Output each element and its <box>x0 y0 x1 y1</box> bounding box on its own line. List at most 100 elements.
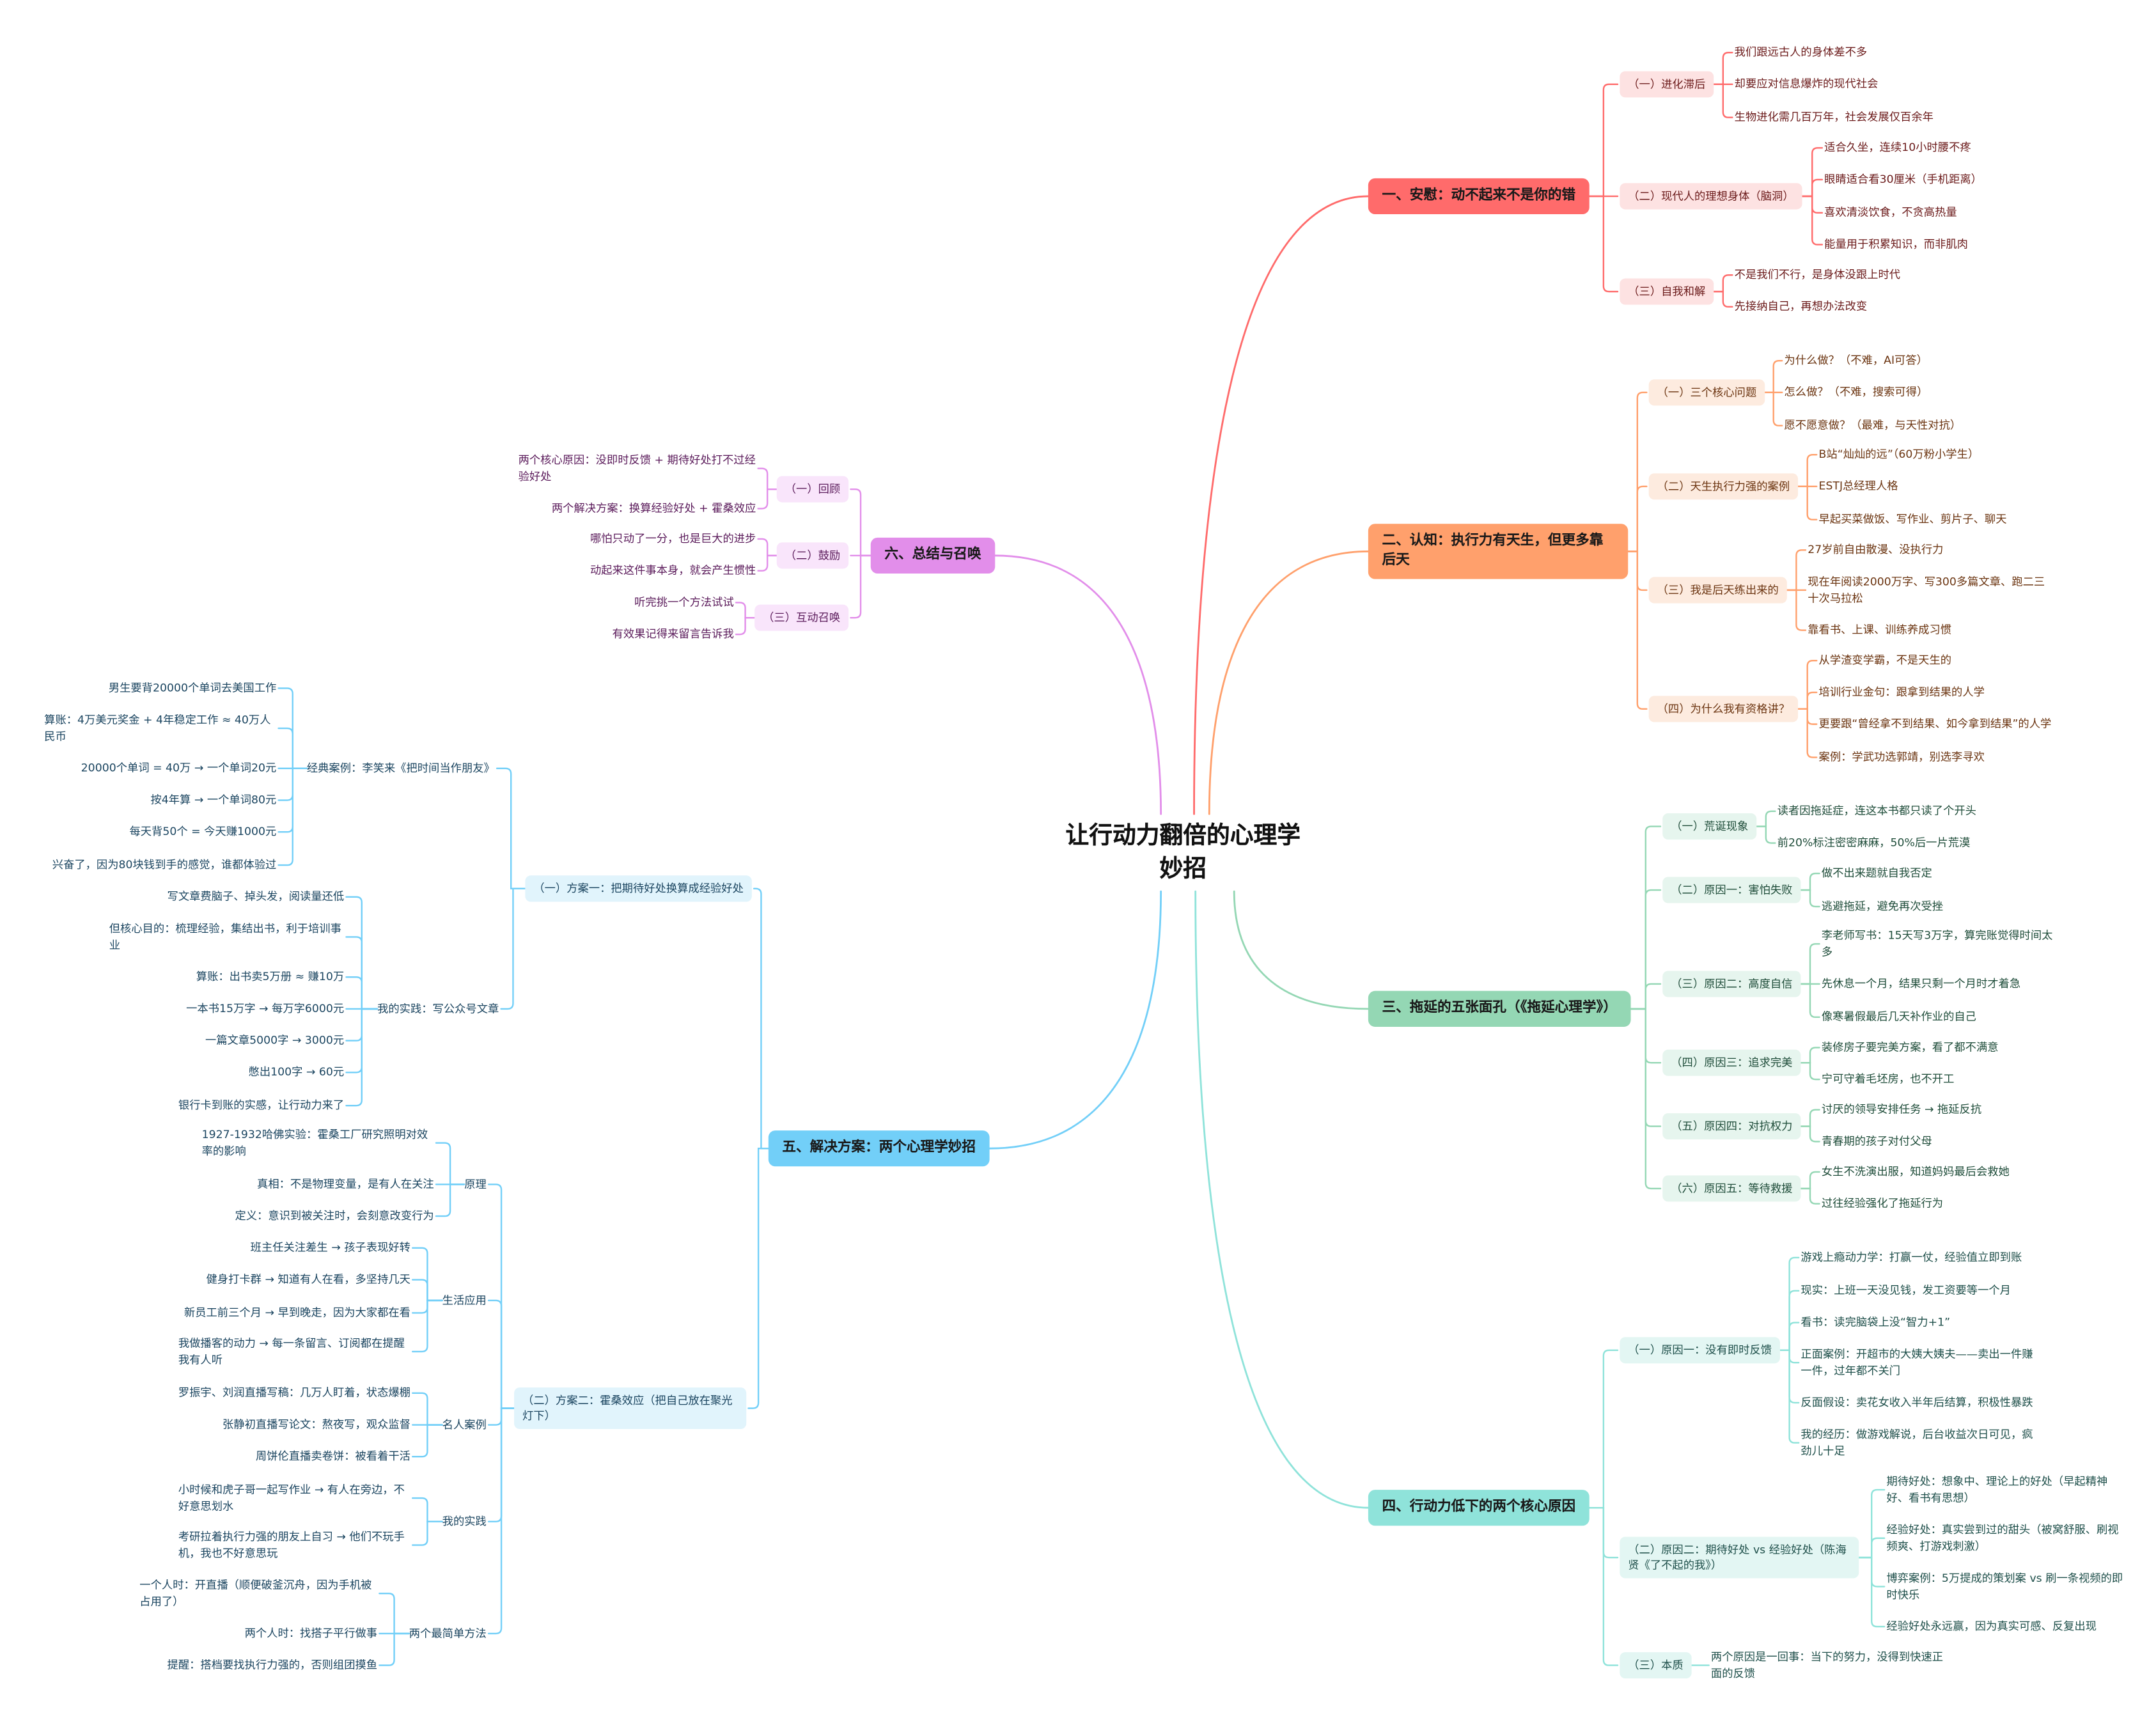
leaf-topic[interactable]: 两个解决方案：换算经验好处 + 霍桑效应 <box>551 502 756 515</box>
subtopic[interactable]: （一）荒诞现象 <box>1662 813 1757 840</box>
leaf-topic[interactable]: 宁可守着毛坯房，也不开工 <box>1821 1072 1955 1086</box>
leaf-topic[interactable]: 培训行业金句：跟拿到结果的人学 <box>1818 685 1985 699</box>
subtopic[interactable]: （二）现代人的理想身体（脑洞） <box>1620 183 1802 210</box>
leaf-topic[interactable]: 青春期的孩子对付父母 <box>1821 1135 1932 1148</box>
leaf-topic[interactable]: 先休息一个月，结果只剩一个月时才着急 <box>1821 977 2021 990</box>
leaf-topic[interactable]: 兴奋了，因为80块钱到手的感觉，谁都体验过 <box>52 858 277 871</box>
leaf-topic[interactable]: 健身打卡群 → 知道有人在看，多坚持几天 <box>206 1273 410 1286</box>
subtopic[interactable]: （三）本质 <box>1620 1652 1692 1679</box>
leaf-topic[interactable]: 能量用于积累知识，而非肌肉 <box>1824 238 1968 251</box>
leaf-topic[interactable]: 现在年阅读2000万字、写300多篇文章、跑二三十次马拉松 <box>1808 575 2045 604</box>
leaf-topic[interactable]: 我的经历：做游戏解说，后台收益次日可见，疯劲儿十足 <box>1801 1428 2033 1457</box>
leaf-topic[interactable]: 做不出来题就自我否定 <box>1821 866 1932 880</box>
leaf-topic[interactable]: 期待好处：想象中、理论上的好处（早起精神好、看书有思想） <box>1886 1475 2108 1504</box>
subtopic[interactable]: （三）原因二：高度自信 <box>1662 971 1801 997</box>
leaf-topic[interactable]: 小时候和虎子哥一起写作业 → 有人在旁边，不好意思划水 <box>178 1483 405 1512</box>
leaf-topic[interactable]: 现实：上班一天没见钱，发工资要等一个月 <box>1801 1284 2011 1297</box>
leaf-topic[interactable]: B站“灿灿的远”（60万粉小学生） <box>1818 448 1980 461</box>
leaf-topic[interactable]: 算账：4万美元奖金 + 4年稳定工作 ≈ 40万人民币 <box>44 714 271 742</box>
leaf-topic[interactable]: 正面案例：开超市的大姨大姨夫——卖出一件赚一件，过年都不关门 <box>1801 1348 2033 1377</box>
main-topic-summary[interactable]: 六、总结与召唤 <box>870 537 996 574</box>
leaf-topic[interactable]: 女生不洗演出服，知道妈妈最后会救她 <box>1821 1165 2010 1178</box>
topic-group[interactable]: 生活应用 <box>442 1294 487 1307</box>
leaf-topic[interactable]: 早起买菜做饭、写作业、剪片子、聊天 <box>1818 513 2007 526</box>
leaf-topic[interactable]: 1927-1932哈佛实验：霍桑工厂研究照明对效率的影响 <box>201 1128 428 1157</box>
leaf-topic[interactable]: 博弈案例：5万提成的策划案 vs 刷一条视频的即时快乐 <box>1886 1572 2123 1601</box>
leaf-topic[interactable]: 但核心目的：梳理经验，集结出书，利于培训事业 <box>109 922 341 951</box>
main-topic-solutions[interactable]: 五、解决方案：两个心理学妙招 <box>768 1130 990 1167</box>
leaf-topic[interactable]: ESTJ总经理人格 <box>1818 480 1898 493</box>
leaf-topic[interactable]: 经验好处：真实尝到过的甜头（被窝舒服、刷视频爽、打游戏刺激） <box>1886 1524 2119 1552</box>
leaf-topic[interactable]: 真相：不是物理变量，是有人在关注 <box>257 1178 434 1191</box>
leaf-topic[interactable]: 两个原因是一回事：当下的努力，没得到快速正面的反馈 <box>1710 1650 1944 1680</box>
subtopic[interactable]: （一）方案一：把期待好处换算成经验好处 <box>525 875 752 902</box>
leaf-topic[interactable]: 从学渣变学霸，不是天生的 <box>1818 653 1952 667</box>
leaf-topic[interactable]: 银行卡到账的实感，让行动力来了 <box>178 1098 345 1112</box>
main-topic-cognition[interactable]: 二、认知：执行力有天生，但更多靠后天 <box>1368 524 1629 579</box>
leaf-topic[interactable]: 动起来这件事本身，就会产生惯性 <box>590 564 756 577</box>
leaf-topic[interactable]: 经验好处永远赢，因为真实可感、反复出现 <box>1886 1620 2097 1633</box>
leaf-topic[interactable]: 新员工前三个月 → 早到晚走，因为大家都在看 <box>184 1306 410 1319</box>
leaf-topic[interactable]: 生物进化需几百万年，社会发展仅百余年 <box>1734 111 1933 123</box>
leaf-topic[interactable]: 写文章费脑子、掉头发，阅读量还低 <box>167 890 345 903</box>
leaf-topic[interactable]: 两个人时：找搭子平行做事 <box>244 1627 378 1640</box>
leaf-topic[interactable]: 喜欢清淡饮食，不贪高热量 <box>1824 206 1957 219</box>
subtopic[interactable]: （三）互动召唤 <box>754 604 849 631</box>
subtopic[interactable]: （三）我是后天练出来的 <box>1648 577 1787 604</box>
leaf-topic[interactable]: 男生要背20000个单词去美国工作 <box>108 682 277 694</box>
leaf-topic[interactable]: 像寒暑假最后几天补作业的自己 <box>1821 1010 1976 1024</box>
leaf-topic[interactable]: 20000个单词 = 40万 → 一个单词20元 <box>81 761 277 774</box>
leaf-topic[interactable]: 周饼伦直播卖卷饼：被看着干活 <box>255 1449 410 1463</box>
leaf-topic[interactable]: 李老师写书：15天写3万字，算完账觉得时间太多 <box>1821 929 2053 958</box>
leaf-topic[interactable]: 读者因拖延症，连这本书都只读了个开头 <box>1777 804 1976 817</box>
leaf-topic[interactable]: 听完挑一个方法试试 <box>634 596 734 609</box>
topic-group[interactable]: 我的实践：写公众号文章 <box>377 1003 499 1015</box>
leaf-topic[interactable]: 按4年算 → 一个单词80元 <box>150 793 277 806</box>
leaf-topic[interactable]: 憋出100字 → 60元 <box>248 1066 345 1079</box>
subtopic[interactable]: （二）鼓励 <box>776 542 849 569</box>
central-topic[interactable]: 让行动力翻倍的心理学妙招 <box>1065 822 1301 884</box>
main-topic-procrastination[interactable]: 三、拖延的五张面孔（《拖延心理学》） <box>1368 990 1631 1027</box>
leaf-topic[interactable]: 有效果记得来留言告诉我 <box>612 627 734 641</box>
main-topic-comfort[interactable]: 一、安慰：动不起来不是你的错 <box>1368 178 1590 215</box>
leaf-topic[interactable]: 两个核心原因：没即时反馈 + 期待好处打不过经验好处 <box>518 454 756 483</box>
leaf-topic[interactable]: 我做播客的动力 → 每一条留言、订阅都在提醒我有人听 <box>178 1337 405 1366</box>
leaf-topic[interactable]: 先接纳自己，再想办法改变 <box>1734 300 1868 313</box>
leaf-topic[interactable]: 27岁前自由散漫、没执行力 <box>1808 543 1944 556</box>
leaf-topic[interactable]: 更要跟“曾经拿不到结果、如今拿到结果”的人学 <box>1818 717 2052 730</box>
topic-group[interactable]: 名人案例 <box>442 1418 487 1432</box>
subtopic[interactable]: （一）三个核心问题 <box>1648 379 1765 406</box>
subtopic[interactable]: （四）为什么我有资格讲？ <box>1648 696 1799 722</box>
leaf-topic[interactable]: 我们跟远古人的身体差不多 <box>1734 45 1868 59</box>
leaf-topic[interactable]: 罗振宇、刘润直播写稿：几万人盯着，状态爆棚 <box>178 1386 410 1399</box>
leaf-topic[interactable]: 讨厌的领导安排任务 → 拖延反抗 <box>1821 1103 1982 1116</box>
leaf-topic[interactable]: 案例：学武功选郭靖，别选李寻欢 <box>1818 751 1985 763</box>
subtopic[interactable]: （四）原因三：追求完美 <box>1662 1049 1801 1076</box>
leaf-topic[interactable]: 考研拉着执行力强的朋友上自习 → 他们不玩手机，我也不好意思玩 <box>178 1530 405 1559</box>
main-topic-core-causes[interactable]: 四、行动力低下的两个核心原因 <box>1368 1490 1590 1526</box>
subtopic[interactable]: （一）原因一：没有即时反馈 <box>1620 1337 1781 1364</box>
leaf-topic[interactable]: 过往经验强化了拖延行为 <box>1821 1197 1944 1210</box>
leaf-topic[interactable]: 靠看书、上课、训练养成习惯 <box>1808 623 1952 636</box>
leaf-topic[interactable]: 提醒：搭档要找执行力强的，否则组团摸鱼 <box>167 1659 378 1671</box>
leaf-topic[interactable]: 看书：读完脑袋上没“智力+1” <box>1801 1316 1951 1329</box>
leaf-topic[interactable]: 算账：出书卖5万册 ≈ 赚10万 <box>196 970 345 983</box>
topic-group[interactable]: 两个最简单方法 <box>409 1627 487 1640</box>
leaf-topic[interactable]: 一个人时：开直播（顺便破釜沉舟，因为手机被占用了） <box>139 1579 372 1607</box>
topic-group[interactable]: 原理 <box>464 1178 487 1191</box>
topic-group[interactable]: 我的实践 <box>442 1515 487 1528</box>
leaf-topic[interactable]: 为什么做？（不难，AI可答） <box>1784 354 1928 367</box>
subtopic[interactable]: （二）天生执行力强的案例 <box>1648 473 1799 500</box>
leaf-topic[interactable]: 怎么做？（不难，搜索可得） <box>1784 386 1928 399</box>
leaf-topic[interactable]: 前20%标注密密麻麻，50%后一片荒漠 <box>1777 836 1971 849</box>
subtopic[interactable]: （六）原因五：等待救援 <box>1662 1175 1801 1202</box>
subtopic[interactable]: （一）进化滞后 <box>1620 71 1714 98</box>
topic-group[interactable]: 经典案例：李笑来《把时间当作朋友》 <box>306 762 495 775</box>
leaf-topic[interactable]: 哪怕只动了一分，也是巨大的进步 <box>590 532 756 545</box>
leaf-topic[interactable]: 不是我们不行，是身体没跟上时代 <box>1734 268 1901 281</box>
leaf-topic[interactable]: 张静初直播写论文：熬夜写，观众监督 <box>223 1418 410 1431</box>
subtopic[interactable]: （二）原因一：害怕失败 <box>1662 877 1801 903</box>
leaf-topic[interactable]: 装修房子要完美方案，看了都不满意 <box>1821 1041 1999 1054</box>
subtopic[interactable]: （二）原因二：期待好处 vs 经验好处（陈海贤《了不起的我》） <box>1620 1536 1859 1579</box>
leaf-topic[interactable]: 逃避拖延，避免再次受挫 <box>1821 900 1944 913</box>
